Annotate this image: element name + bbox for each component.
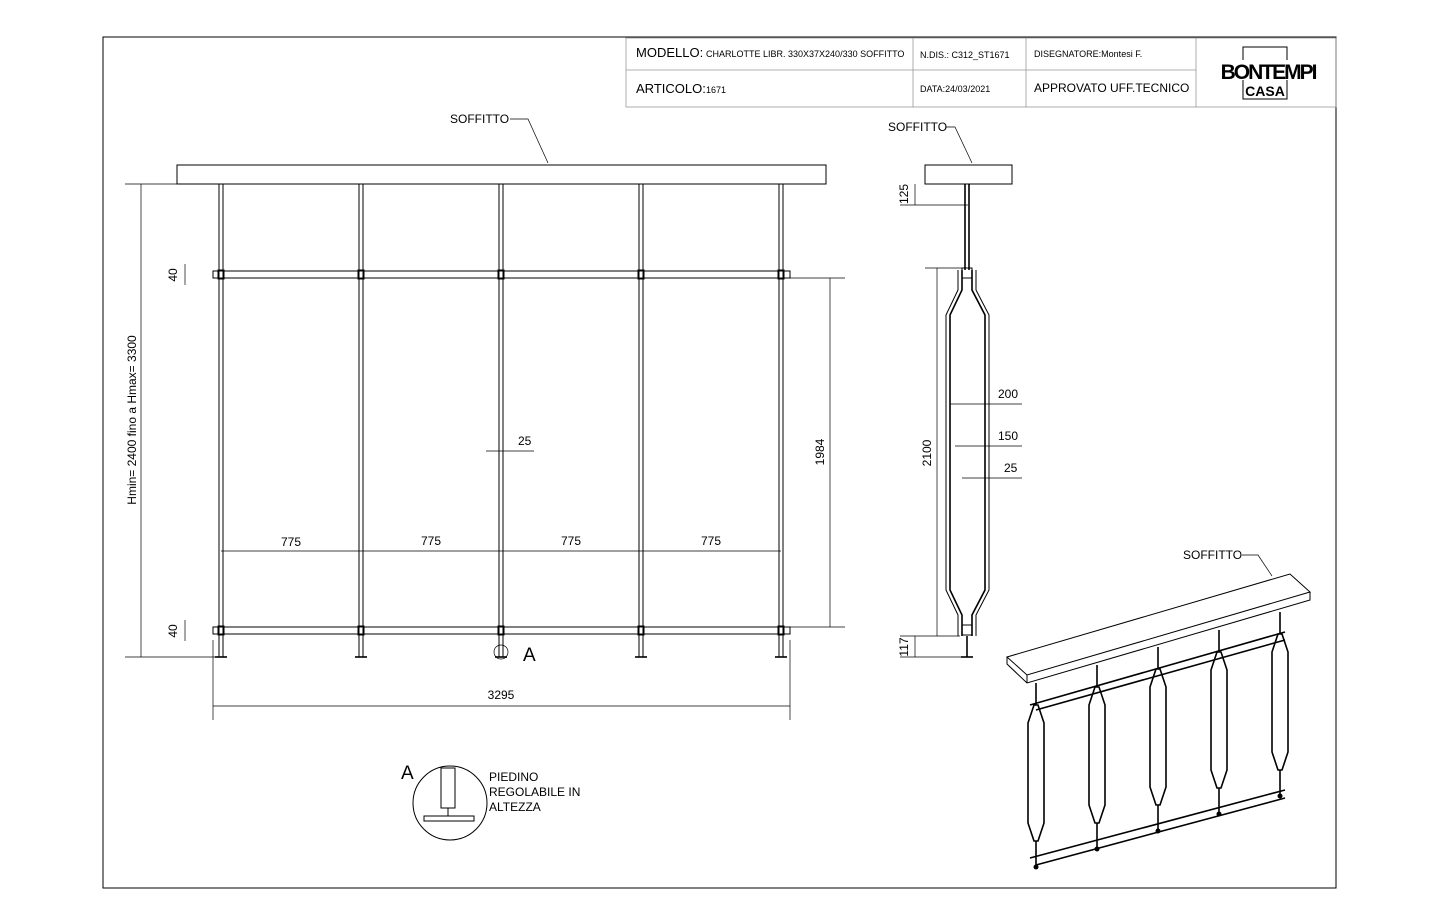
spacing-dim: 775	[421, 534, 441, 548]
side-height-dim: 2100	[920, 439, 934, 466]
designer: DISEGNATORE:Montesi F.	[1034, 49, 1142, 59]
date: DATA:24/03/2021	[920, 84, 990, 94]
detail-callout-circle	[493, 644, 509, 660]
svg-text:BONTEMPI: BONTEMPI	[1221, 61, 1317, 84]
detail-marker: A	[401, 763, 414, 784]
vertical-post	[775, 184, 787, 658]
inner-height-dim: 1984	[813, 438, 827, 465]
spacing-dim: 775	[281, 535, 301, 549]
detail-text-1: PIEDINO	[489, 770, 538, 784]
vertical-post	[495, 184, 507, 658]
side-bottom-dim: 117	[897, 637, 911, 656]
iso-ceiling-label: SOFFITTO	[1183, 548, 1242, 562]
ceiling-plank	[176, 164, 827, 185]
articolo-value: 1671	[706, 85, 726, 95]
vertical-post	[635, 184, 647, 658]
detail-text-2: REGOLABILE IN	[489, 785, 580, 799]
title-block: MODELLO: CHARLOTTE LIBR. 330X37X240/330 …	[625, 37, 1337, 108]
rod-dim: 25	[518, 434, 532, 448]
front-ceiling-label: SOFFITTO	[450, 112, 509, 126]
side-frame-loop	[949, 270, 986, 636]
detail-a: A PIEDINO REGOLABILE IN ALTEZZA	[401, 763, 580, 841]
side-width-25: 25	[1004, 461, 1018, 475]
isometric-view: SOFFITTO	[1005, 548, 1312, 870]
spacing-dim: 775	[701, 534, 721, 548]
iso-frame-loop	[1271, 612, 1289, 799]
detail-marker-a: A	[523, 645, 536, 666]
side-view: SOFFITTO 125 2100 200 150 25 117	[888, 120, 1022, 658]
articolo-label: ARTICOLO:	[636, 81, 706, 96]
bottom-bar-dim: 40	[166, 624, 180, 638]
side-ceiling-label: SOFFITTO	[888, 120, 947, 134]
modello-value: CHARLOTTE LIBR. 330X37X240/330 SOFFITTO	[706, 49, 904, 59]
vertical-post	[215, 184, 227, 658]
top-shelf-bar	[212, 270, 791, 279]
front-view: SOFFITTO Hmin= 2400 fino a Hmax= 3300 40…	[125, 112, 845, 720]
approved: APPROVATO UFF.TECNICO	[1034, 81, 1189, 95]
side-width-150: 150	[998, 429, 1018, 443]
total-width-dim: 3295	[488, 688, 515, 702]
vertical-post	[355, 184, 367, 658]
modello-label: MODELLO:	[636, 45, 703, 60]
height-range-dim: Hmin= 2400 fino a Hmax= 3300	[125, 335, 139, 505]
spacing-dim: 775	[561, 534, 581, 548]
bontempi-logo: BONTEMPI CASA	[1203, 46, 1333, 100]
detail-text-3: ALTEZZA	[489, 800, 541, 814]
svg-text:CASA: CASA	[1245, 83, 1285, 99]
iso-frame-loop	[1027, 683, 1045, 870]
side-width-200: 200	[998, 387, 1018, 401]
drawing-frame	[102, 36, 1337, 889]
top-bar-dim: 40	[166, 268, 180, 282]
drawing-number: N.DIS.: C312_ST1671	[920, 50, 1010, 60]
side-top-dim: 125	[897, 184, 911, 204]
bottom-shelf-bar	[212, 626, 791, 635]
